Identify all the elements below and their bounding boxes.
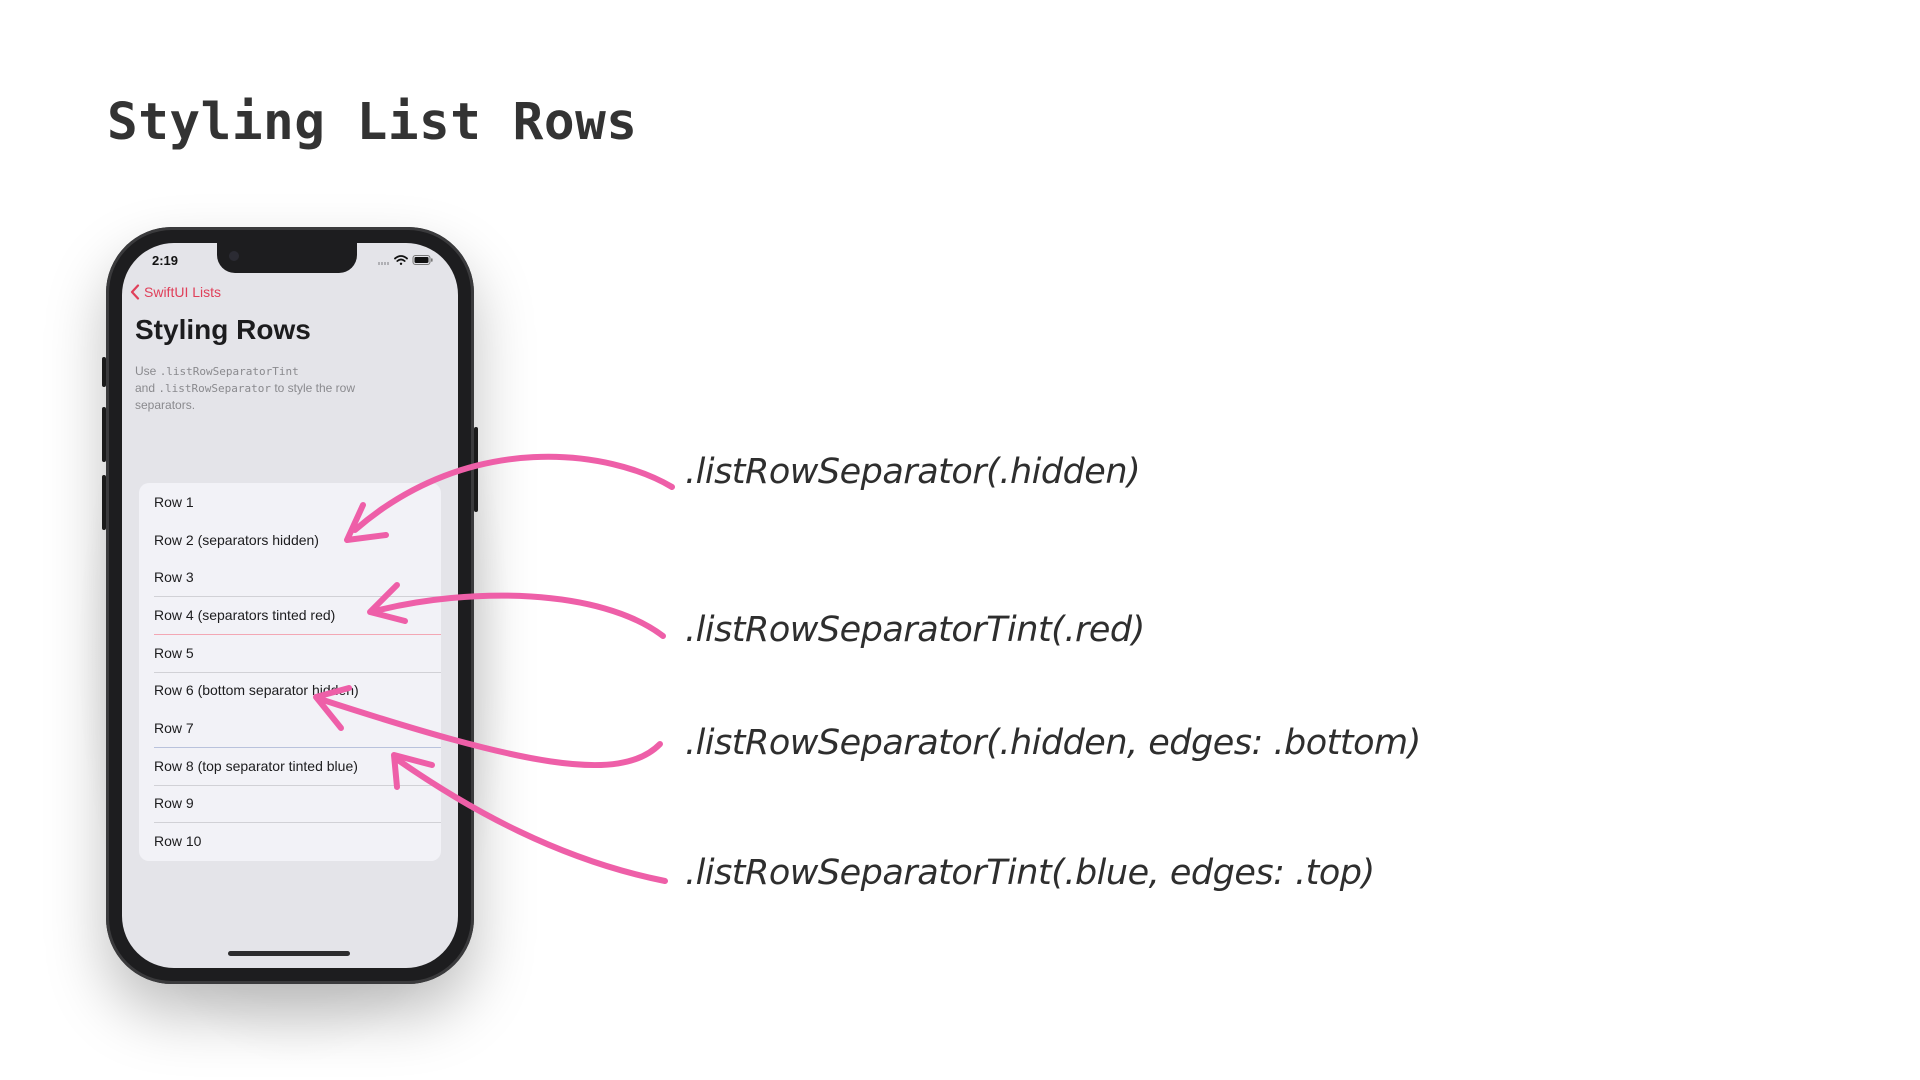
list-row-9[interactable]: Row 9 [139, 785, 441, 823]
desc-code-tint: .listRowSeparatorTint [159, 365, 299, 378]
list-row-2[interactable]: Row 2 (separators hidden) [139, 521, 441, 559]
arrow-2 [367, 582, 666, 639]
cellular-signal-icon [378, 262, 389, 265]
list: Row 1 Row 2 (separators hidden) Row 3 Ro… [139, 483, 441, 861]
row-separator-blue [154, 746, 441, 748]
phone-volume-down-button [102, 475, 106, 530]
annotation-separator-tint-red: .listRowSeparatorTint(.red) [685, 610, 1145, 650]
list-row-label: Row 5 [154, 644, 194, 661]
list-row-1[interactable]: Row 1 [139, 483, 441, 521]
list-row-label: Row 6 (bottom separator hidden) [154, 682, 359, 699]
list-row-3[interactable]: Row 3 [139, 558, 441, 596]
phone-volume-up-button [102, 407, 106, 462]
list-row-label: Row 10 [154, 833, 202, 850]
list-row-label: Row 2 (separators hidden) [154, 531, 319, 548]
list-row-label: Row 7 [154, 720, 194, 737]
list-row-10[interactable]: Row 10 [139, 822, 441, 860]
phone-action-button [102, 357, 106, 387]
list-row-4[interactable]: Row 4 (separators tinted red) [139, 596, 441, 634]
row-separator [154, 596, 441, 598]
row-separator [154, 822, 441, 824]
phone-notch [217, 243, 357, 273]
back-button[interactable]: SwiftUI Lists [130, 284, 221, 300]
list-row-label: Row 9 [154, 795, 194, 812]
desc-tail: to style the row separators. [135, 381, 356, 412]
annotation-separator-tint-blue-top: .listRowSeparatorTint(.blue, edges: .top… [685, 853, 1375, 893]
wifi-icon [394, 255, 408, 265]
list-row-label: Row 8 (top separator tinted blue) [154, 757, 358, 774]
phone-power-button [474, 427, 478, 512]
list-row-7[interactable]: Row 7 [139, 709, 441, 747]
annotation-separator-hidden: .listRowSeparator(.hidden) [685, 452, 1141, 492]
list-row-label: Row 1 [154, 493, 194, 510]
list-row-5[interactable]: Row 5 [139, 634, 441, 672]
arrow-3 [313, 685, 663, 769]
row-separator [154, 671, 441, 673]
screen-title: Styling Rows [135, 314, 311, 345]
row-separator [154, 784, 441, 786]
arrow-1 [344, 453, 675, 543]
desc-use: Use [135, 364, 157, 378]
list-row-8[interactable]: Row 8 (top separator tinted blue) [139, 747, 441, 785]
status-time: 2:19 [152, 253, 179, 268]
desc-code-separator: .listRowSeparator [158, 382, 271, 395]
status-icons [378, 255, 433, 265]
desc-and: and [135, 381, 156, 395]
list-row-label: Row 4 (separators tinted red) [154, 606, 336, 623]
battery-icon [412, 255, 433, 265]
list-row-label: Row 3 [154, 569, 194, 586]
annotation-separator-hidden-bottom: .listRowSeparator(.hidden, edges: .botto… [685, 723, 1421, 763]
chevron-left-icon [130, 284, 140, 300]
arrow-4 [391, 752, 668, 884]
home-indicator [228, 951, 350, 956]
row-separator-red [154, 633, 441, 635]
camera-icon [229, 251, 239, 261]
back-button-label: SwiftUI Lists [144, 284, 222, 300]
list-row-6[interactable]: Row 6 (bottom separator hidden) [139, 672, 441, 710]
screen-description: Use .listRowSeparatorTint and .listRowSe… [135, 363, 395, 414]
slide-title: Styling List Rows [107, 93, 638, 152]
